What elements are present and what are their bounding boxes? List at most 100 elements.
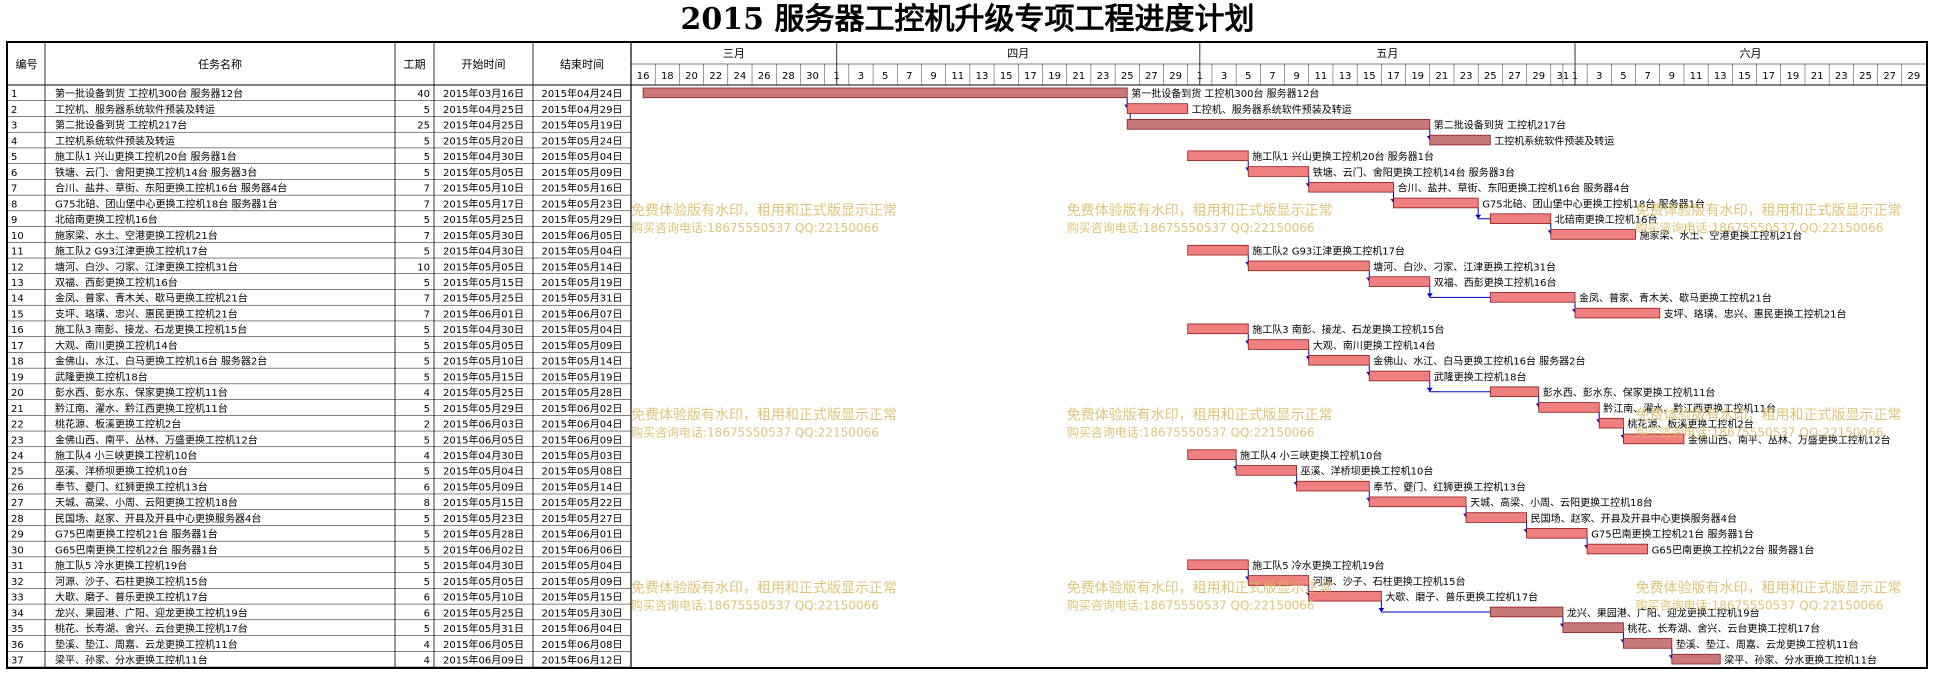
gantt-bar-label: 施工队5 冷水更换工控机19台 xyxy=(1252,559,1384,572)
task-end: 2015年06月01日 xyxy=(542,528,623,541)
task-id: 7 xyxy=(11,184,17,195)
gantt-bar-label: 塘河、白沙、刁家、江津更换工控机31台 xyxy=(1373,260,1556,273)
gantt-bar-label: G75北碚、团山堡中心更换工控机18台 服务器1台 xyxy=(1482,197,1705,210)
gantt-bar[interactable] xyxy=(1368,276,1431,287)
gantt-bar[interactable] xyxy=(1574,307,1661,319)
gantt-bar[interactable] xyxy=(1308,355,1370,366)
task-start: 2015年05月15日 xyxy=(443,370,524,383)
gantt-bar[interactable] xyxy=(1489,292,1576,303)
gantt-bar[interactable] xyxy=(1247,260,1370,272)
task-end: 2015年05月28日 xyxy=(542,386,623,399)
gantt-bar-label: 施工队1 兴山更换工控机20台 服务器1台 xyxy=(1252,150,1434,163)
gantt-bar[interactable] xyxy=(1247,166,1310,177)
task-name: 施工队3 南彭、接龙、石龙更换工控机15台 xyxy=(55,323,247,336)
gantt-bar[interactable] xyxy=(1538,402,1600,413)
watermark-line1: 免费体验版有水印，租用和正式版显示正常 xyxy=(1636,580,1902,596)
gantt-bar[interactable] xyxy=(642,87,1128,99)
gantt-bar[interactable] xyxy=(1489,386,1540,397)
day-tick-label: 13 xyxy=(976,71,989,82)
task-name: 金佛山西、南平、丛林、万盛更换工控机12台 xyxy=(55,433,258,446)
gantt-bar[interactable] xyxy=(1623,433,1685,445)
gantt-bar-label: 天城、高梁、小周、云阳更换工控机18台 xyxy=(1470,496,1653,509)
gantt-bar[interactable] xyxy=(1247,575,1310,586)
gantt-bar[interactable] xyxy=(1393,197,1479,209)
day-tick-label: 15 xyxy=(1363,71,1376,82)
task-start: 2015年05月25日 xyxy=(443,386,524,399)
task-start: 2015年04月30日 xyxy=(443,245,524,258)
task-start: 2015年06月09日 xyxy=(443,654,524,667)
gantt-bar[interactable] xyxy=(1368,370,1431,382)
task-end: 2015年05月09日 xyxy=(542,166,623,179)
task-id: 36 xyxy=(11,640,24,651)
task-name: 金佛山、水江、白马更换工控机16台 服务器2台 xyxy=(55,355,267,368)
day-tick-label: 25 xyxy=(1859,71,1872,82)
month-label: 五月 xyxy=(1376,47,1398,60)
task-name: 双福、西彭更换工控机16台 xyxy=(55,276,178,289)
task-id: 9 xyxy=(11,215,17,226)
task-start: 2015年05月25日 xyxy=(443,606,524,619)
task-duration: 40 xyxy=(417,89,430,100)
gantt-bar[interactable] xyxy=(1187,150,1249,162)
task-start: 2015年05月25日 xyxy=(443,213,524,226)
task-duration: 5 xyxy=(424,467,430,478)
task-duration: 8 xyxy=(424,498,430,509)
gantt-bar[interactable] xyxy=(1187,323,1249,335)
gantt-bar[interactable] xyxy=(1586,543,1649,555)
task-name: G65巴南更换工控机22台 服务器1台 xyxy=(55,543,218,556)
task-name: 黔江南、濯水、黔江西更换工控机11台 xyxy=(55,402,228,415)
gantt-bar-label: 彭水西、彭水东、保家更换工控机11台 xyxy=(1543,386,1716,399)
task-end: 2015年06月08日 xyxy=(542,638,623,651)
gantt-bar[interactable] xyxy=(1308,181,1394,193)
task-start: 2015年05月05日 xyxy=(443,575,524,588)
task-name: 民国场、赵家、开县及开县中心更换服务器4台 xyxy=(55,512,261,525)
gantt-bar[interactable] xyxy=(1550,229,1636,240)
gantt-bar[interactable] xyxy=(1671,653,1721,665)
gantt-bar[interactable] xyxy=(1296,480,1370,492)
task-id: 10 xyxy=(11,231,24,242)
task-end: 2015年05月14日 xyxy=(542,355,623,368)
task-start: 2015年05月10日 xyxy=(443,355,524,368)
task-start: 2015年05月05日 xyxy=(443,166,524,179)
gantt-bar[interactable] xyxy=(1623,638,1673,649)
gantt-bar-label: 民国场、赵家、开县及开县中心更换服务器4台 xyxy=(1531,512,1737,525)
task-name: 施工队2 G93江津更换工控机17台 xyxy=(55,245,208,258)
task-start: 2015年05月20日 xyxy=(443,134,524,147)
gantt-bar-label: 梁平、孙家、分水更换工控机11台 xyxy=(1724,654,1877,667)
gantt-bar[interactable] xyxy=(1126,103,1189,114)
gantt-bar[interactable] xyxy=(1126,119,1431,130)
gantt-bar[interactable] xyxy=(1489,213,1552,224)
gantt-bar[interactable] xyxy=(1235,465,1298,476)
month-label: 四月 xyxy=(1007,47,1029,60)
gantt-bar[interactable] xyxy=(1187,244,1249,256)
task-id: 11 xyxy=(11,247,24,258)
gantt-bar[interactable] xyxy=(1465,512,1528,523)
gantt-bar-label: 大歇、磨子、普乐更换工控机17台 xyxy=(1385,591,1538,604)
gantt-bar[interactable] xyxy=(1187,449,1237,460)
gantt-bar-label: 金佛山西、南平、丛林、万盛更换工控机12台 xyxy=(1688,433,1891,446)
gantt-bar[interactable] xyxy=(1308,590,1382,602)
watermark-line1: 免费体验版有水印，租用和正式版显示正常 xyxy=(1067,580,1333,596)
day-tick-label: 21 xyxy=(1072,71,1085,82)
gantt-bar[interactable] xyxy=(1489,606,1564,618)
task-name: 龙兴、果园港、广阳、迎龙更换工控机19台 xyxy=(55,606,248,619)
gantt-bar[interactable] xyxy=(1247,339,1310,350)
day-tick-label: 22 xyxy=(709,71,722,82)
gantt-bar[interactable] xyxy=(1368,496,1467,508)
gantt-bar[interactable] xyxy=(1526,528,1588,539)
day-tick-label: 7 xyxy=(1644,71,1650,82)
task-start: 2015年05月28日 xyxy=(443,528,524,541)
task-name: 施工队5 冷水更换工控机19台 xyxy=(55,559,187,572)
task-name: G75巴南更换工控机21台 服务器1台 xyxy=(55,528,218,541)
gantt-bar[interactable] xyxy=(1429,134,1491,146)
gantt-bar[interactable] xyxy=(1562,622,1624,633)
task-duration: 25 xyxy=(417,121,430,132)
task-end: 2015年04月24日 xyxy=(542,87,623,100)
day-tick-label: 19 xyxy=(1787,71,1800,82)
gantt-bar[interactable] xyxy=(1598,417,1624,429)
gantt-bar[interactable] xyxy=(1187,559,1249,571)
day-tick-label: 1 xyxy=(1572,71,1578,82)
dependency-link xyxy=(1380,601,1491,613)
task-start: 2015年05月05日 xyxy=(443,260,524,273)
gantt-bar-label: 双福、西彭更换工控机16台 xyxy=(1434,276,1557,289)
task-name: 塘河、白沙、刁家、江津更换工控机31台 xyxy=(55,260,238,273)
